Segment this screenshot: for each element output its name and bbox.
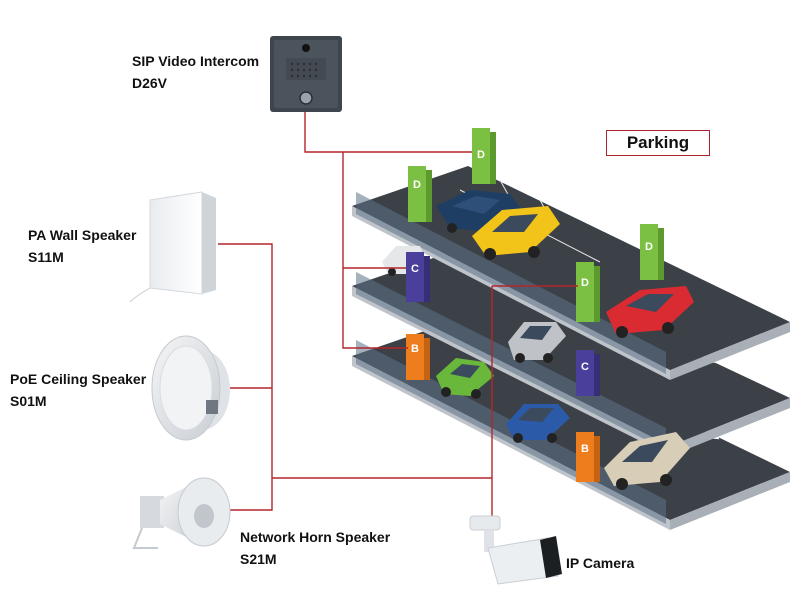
car-red (606, 286, 694, 338)
horn-speaker-icon (132, 477, 231, 549)
horn-speaker-label: Network Horn Speaker S21M (240, 526, 390, 570)
car-green (436, 358, 494, 399)
pillar-c-2: C (576, 350, 600, 396)
horn-speaker-model: S21M (240, 551, 277, 567)
intercom-icon (270, 36, 342, 112)
svg-text:B: B (411, 343, 419, 355)
level-c (352, 246, 790, 456)
ceiling-speaker-model: S01M (10, 393, 47, 409)
ceiling-speaker-icon (151, 335, 230, 441)
pillar-d-2: D (472, 128, 496, 184)
parking-label: Parking (606, 130, 710, 156)
svg-text:C: C (581, 361, 589, 373)
intercom-name: SIP Video Intercom (132, 53, 260, 69)
car-beige (604, 432, 690, 490)
wall-speaker-label: PA Wall Speaker S11M (28, 224, 136, 268)
pillar-b-2: B (576, 432, 600, 482)
wiring (218, 112, 578, 520)
camera-label: IP Camera (566, 552, 634, 574)
pillar-c-1: C (406, 252, 430, 302)
horn-speaker-name: Network Horn Speaker (240, 529, 391, 545)
camera-icon (469, 515, 562, 585)
wire-intercom (304, 112, 472, 153)
wall-speaker-model: S11M (28, 249, 64, 265)
svg-text:D: D (581, 277, 589, 289)
ceiling-speaker-label: PoE Ceiling Speaker S01M (10, 368, 146, 412)
car-yellow (472, 206, 560, 260)
pillar-d-4: D (640, 224, 664, 280)
svg-text:D: D (477, 149, 485, 161)
ceiling-speaker-name: PoE Ceiling Speaker (10, 371, 147, 387)
svg-text:D: D (645, 241, 653, 253)
pillar-d-1: D (408, 166, 432, 222)
car-silver (508, 322, 566, 363)
parking-label-text: Parking (626, 133, 690, 152)
svg-text:C: C (411, 263, 419, 275)
parking-structure: D D D D C C B B (352, 128, 790, 530)
camera-name: IP Camera (566, 555, 635, 571)
wall-speaker-name: PA Wall Speaker (28, 227, 137, 243)
svg-text:D: D (413, 179, 421, 191)
pillar-b-1: B (406, 334, 430, 380)
wire-wall-speaker (218, 243, 273, 511)
pillar-d-3: D (576, 262, 600, 322)
wall-speaker-icon (129, 191, 216, 303)
intercom-label: SIP Video Intercom D26V (132, 50, 259, 94)
wire-trunk (342, 152, 408, 349)
intercom-model: D26V (132, 75, 168, 91)
car-blue (506, 404, 570, 443)
svg-text:B: B (581, 443, 589, 455)
